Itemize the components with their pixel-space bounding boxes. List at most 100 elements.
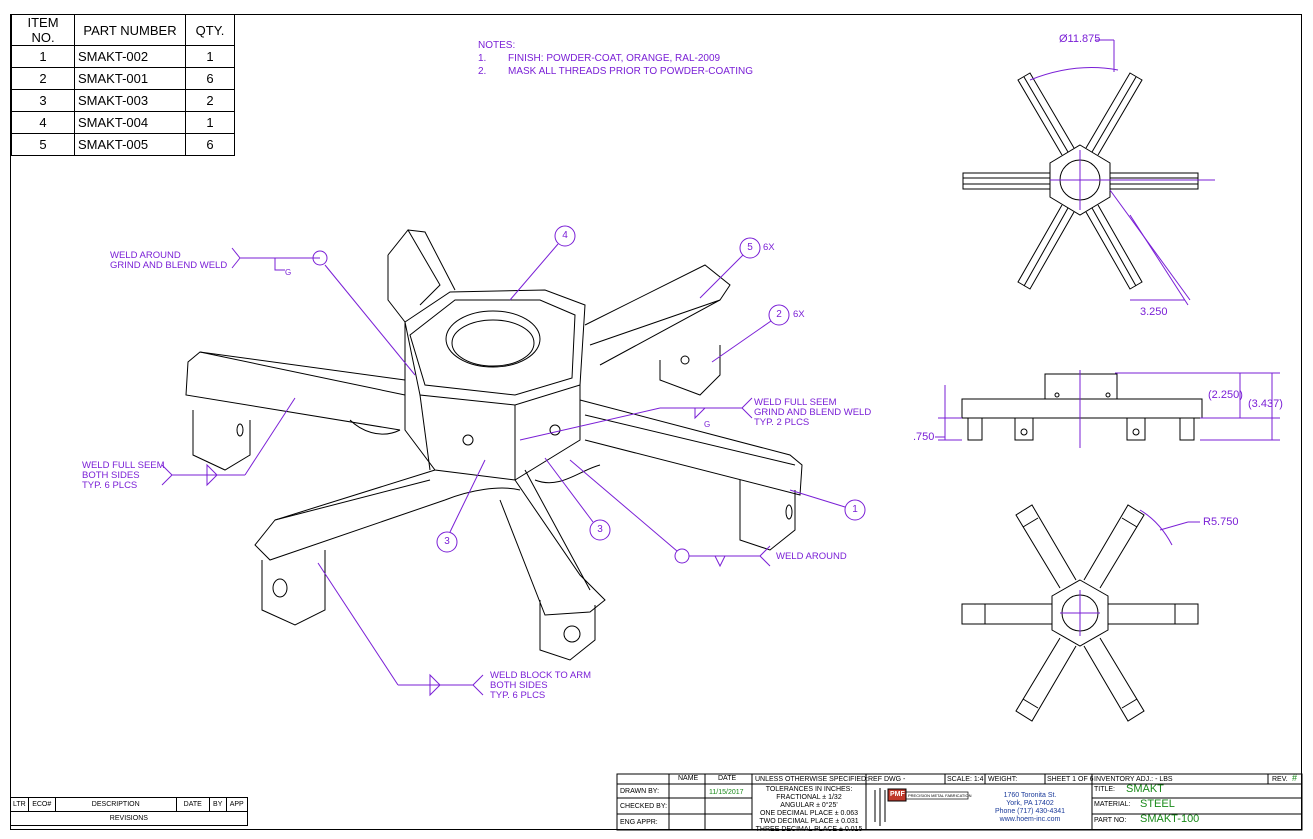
company-address: 1760 Toronita St. York, PA 17402 Phone (… (985, 792, 1075, 824)
rev-label: REV. (1272, 776, 1288, 783)
radius-dimension: R5.750 (1203, 516, 1239, 528)
callout-line: WELD FULL SEEM (754, 397, 837, 408)
scale: SCALE: 1:4 (947, 776, 984, 783)
address-line: 1760 Toronita St. (1003, 792, 1057, 799)
sheet-number: SHEET 1 OF 6 (1047, 776, 1094, 783)
callout-line: BOTH SIDES (82, 470, 140, 481)
bom-part: SMAKT-001 (74, 67, 186, 90)
weld-callout-block: WELD BLOCK TO ARM BOTH SIDES TYP. 6 PLCS (490, 671, 591, 701)
revisions-table: LTR ECO# DESCRIPTION DATE BY APP REVISIO… (10, 797, 248, 826)
weld-callout-around: WELD AROUND (776, 551, 847, 562)
bom-row: 4 SMAKT-004 1 (11, 111, 235, 134)
address-line: York, PA 17402 (1006, 800, 1054, 807)
bom-row: 3 SMAKT-003 2 (11, 89, 235, 112)
bom-item: 1 (11, 45, 75, 68)
bom-part: SMAKT-004 (74, 111, 186, 134)
balloon-item-3: 3 (597, 524, 603, 535)
tolerance-line: ANGULAR ± 0°25' (780, 802, 838, 809)
height-ref-dimension: (2.250) (1208, 389, 1243, 401)
rev-header-date: DATE (175, 797, 210, 812)
bottom-view-dims (1060, 509, 1200, 636)
rev-header-ltr: LTR (10, 797, 29, 812)
rev-header-description: DESCRIPTION (54, 797, 177, 812)
company-logo (874, 788, 969, 826)
leaders (161, 225, 866, 697)
bom-row: 2 SMAKT-001 6 (11, 67, 235, 90)
part-no-value: SMAKT-100 (1140, 813, 1200, 825)
top-view-centerlines (1029, 39, 1215, 306)
callout-line: WELD BLOCK TO ARM (490, 670, 592, 681)
drawn-date: 11/15/2017 (709, 789, 744, 796)
tolerance-heading: UNLESS OTHERWISE SPECIFIED: (755, 776, 869, 783)
tolerance-line: FRACTIONAL ± 1/32 (776, 794, 842, 801)
tolerance-line: ONE DECIMAL PLACE ± 0.063 (759, 810, 859, 817)
weld-callout-full-seem-hex: WELD FULL SEEM GRIND AND BLEND WELD TYP.… (754, 398, 871, 428)
diameter-dimension: Ø11.875 (1059, 33, 1101, 45)
grind-symbol: G (285, 268, 292, 277)
inventory-adj: INVENTORY ADJ.: - LBS (1094, 776, 1173, 783)
notes-title: NOTES: (478, 40, 516, 51)
note-item: 2. MASK ALL THREADS PRIOR TO POWDER-COATI… (478, 65, 753, 78)
callout-line: TYP. 6 PLCS (490, 690, 546, 701)
bom-header-qty: QTY. (185, 14, 235, 46)
callout-line: TYP. 2 PLCS (754, 417, 810, 428)
title-block-grid (616, 773, 1303, 831)
note-text: FINISH: POWDER-COAT, ORANGE, RAL-2009 (508, 53, 721, 64)
callout-line: WELD AROUND (110, 250, 181, 261)
drawn-by-label: DRAWN BY: (620, 788, 660, 795)
bill-of-materials: ITEM NO. PART NUMBER QTY. 1 SMAKT-002 1 … (11, 14, 235, 156)
rev-header-app: APP (225, 797, 248, 812)
eng-appr-label: ENG APPR: (620, 819, 658, 826)
isometric-view (185, 229, 803, 661)
col-name: NAME (678, 775, 699, 782)
tolerance-line: TWO DECIMAL PLACE ± 0.031 (759, 818, 859, 825)
title-label: TITLE: (1094, 786, 1116, 793)
bom-qty: 2 (185, 89, 235, 112)
col-date: DATE (718, 775, 737, 782)
balloon-item-5: 5 (747, 242, 753, 253)
callout-line: GRIND AND BLEND WELD (110, 260, 228, 271)
bom-row: 5 SMAKT-005 6 (11, 133, 235, 156)
bom-part: SMAKT-003 (74, 89, 186, 112)
logo-text: PMF (890, 791, 905, 798)
note-item: 1. FINISH: POWDER-COAT, ORANGE, RAL-2009 (478, 52, 753, 65)
note-number: 1. (478, 53, 487, 64)
foot-dimension: .750 (913, 431, 935, 443)
bottom-view (961, 504, 1199, 722)
bom-item: 3 (11, 89, 75, 112)
revisions-footer: REVISIONS (10, 811, 248, 826)
revisions-footer-row: REVISIONS (10, 811, 248, 826)
side-view-dims (935, 370, 1280, 448)
side-view (961, 373, 1203, 441)
quantity-note: 6X (763, 242, 775, 253)
checked-by-label: CHECKED BY: (620, 803, 668, 810)
bom-item: 5 (11, 133, 75, 156)
weight: WEIGHT: (988, 776, 1018, 783)
bom-item: 4 (11, 111, 75, 134)
bom-header-item: ITEM NO. (11, 14, 75, 46)
callout-line: WELD FULL SEEM (82, 460, 165, 471)
callout-line: TYP. 6 PLCS (82, 480, 138, 491)
material-value: STEEL (1140, 798, 1175, 810)
company-name: PRECISION METAL FABRICATION (908, 793, 972, 798)
address-link[interactable]: www.hoem-inc.com (999, 816, 1061, 823)
balloon-item-3: 3 (444, 536, 450, 547)
tolerance-block: TOLERANCES IN INCHES: FRACTIONAL ± 1/32 … (755, 786, 863, 834)
drawing-notes: NOTES: 1. FINISH: POWDER-COAT, ORANGE, RA… (478, 39, 753, 78)
bom-row: 1 SMAKT-002 1 (11, 45, 235, 68)
revisions-header: LTR ECO# DESCRIPTION DATE BY APP (10, 797, 248, 812)
balloon-item-2: 2 (776, 309, 782, 320)
note-number: 2. (478, 66, 487, 77)
note-text: MASK ALL THREADS PRIOR TO POWDER-COATING (508, 66, 754, 77)
rev-header-eco: ECO# (27, 797, 56, 812)
callout-line: BOTH SIDES (490, 680, 548, 691)
bom-item: 2 (11, 67, 75, 90)
bom-qty: 1 (185, 111, 235, 134)
bom-qty: 6 (185, 133, 235, 156)
bom-header-part: PART NUMBER (74, 14, 186, 46)
quantity-note: 6X (793, 309, 805, 320)
part-no-label: PART NO: (1094, 817, 1127, 824)
bom-part: SMAKT-002 (74, 45, 186, 68)
title-value: SMAKT (1126, 783, 1164, 795)
arm-width-dimension: 3.250 (1140, 306, 1168, 318)
